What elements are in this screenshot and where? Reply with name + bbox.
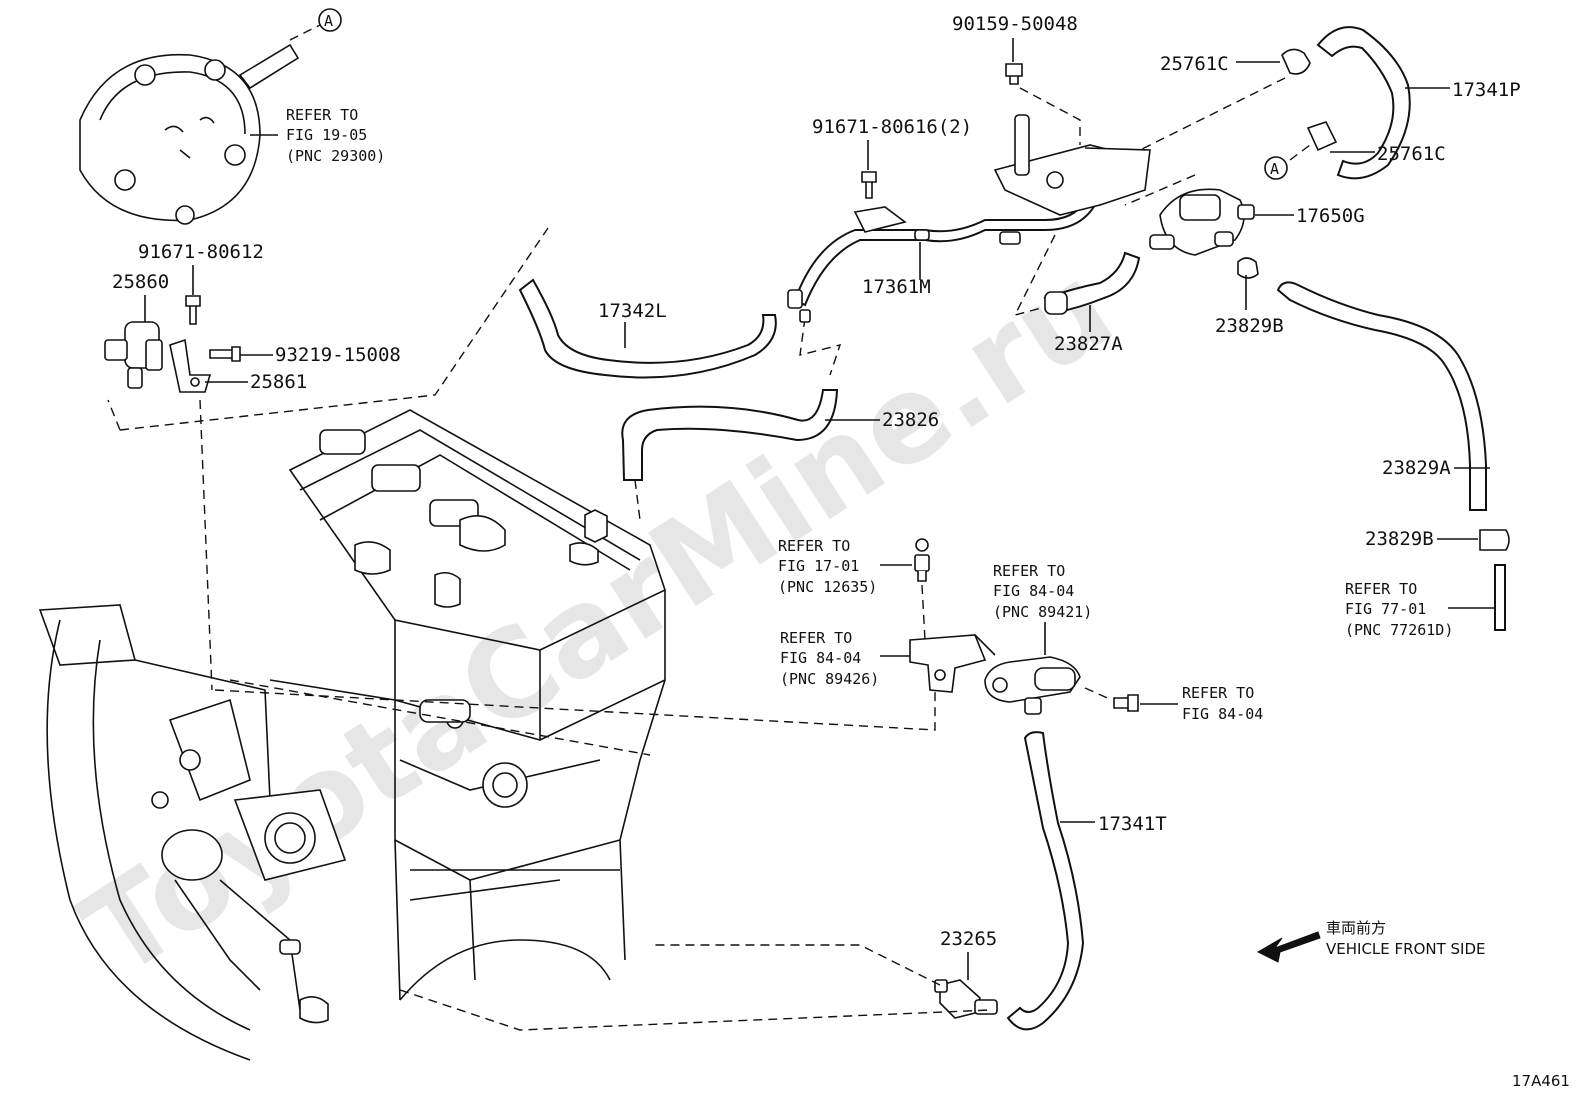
engine-block-drawing [38, 409, 666, 1061]
vsv-23265-drawing [934, 979, 998, 1019]
bolt-ref-17-01-drawing [914, 538, 930, 582]
part-91671-80612: 91671-80612 [138, 241, 264, 263]
part-23829b-top: 23829B [1215, 315, 1284, 337]
part-17341t: 17341T [1098, 813, 1167, 835]
ref-marker-a-top [318, 8, 342, 32]
pipe-stub [1494, 564, 1506, 631]
ref-77-01-l1: REFER TO [1345, 580, 1417, 598]
ref-77-01-l2: FIG 77-01 [1345, 600, 1426, 618]
ref-84-04b-l1: REFER TO [780, 629, 852, 647]
clamp-23829b-top-drawing [1237, 257, 1259, 279]
ref-84-04a-l1: REFER TO [993, 562, 1065, 580]
ref-19-05-l2: FIG 19-05 [286, 126, 367, 144]
part-23827a: 23827A [1054, 333, 1123, 355]
ref-17-01-l1: REFER TO [778, 537, 850, 555]
ref-marker-a-right [1264, 156, 1288, 180]
bracket-25861-drawing [169, 338, 212, 393]
ref-84-04a-l3: (PNC 89421) [993, 603, 1092, 621]
part-17341p: 17341P [1452, 79, 1521, 101]
part-17342l: 17342L [598, 300, 667, 322]
ref-84-04a-l2: FIG 84-04 [993, 582, 1074, 600]
ref-84-04c-l1: REFER TO [1182, 684, 1254, 702]
part-23829b-bottom: 23829B [1365, 528, 1434, 550]
part-25761c-top: 25761C [1160, 53, 1229, 75]
part-25861: 25861 [250, 371, 307, 393]
direction-label-jp: 車両前方 [1326, 919, 1386, 937]
direction-label-en: VEHICLE FRONT SIDE [1326, 940, 1486, 958]
ref-77-01-l3: (PNC 77261D) [1345, 621, 1453, 639]
vacuum-pump-drawing [79, 43, 300, 225]
pipe-17361m-drawing [787, 114, 1151, 323]
hose-23829a [1276, 281, 1487, 511]
hose-17341t [1006, 731, 1085, 1031]
clamp-25761c-bottom-drawing [1306, 121, 1338, 152]
bolt-icon [209, 346, 241, 362]
part-91671-80616: 91671-80616(2) [812, 116, 972, 138]
ref-84-04b-l2: FIG 84-04 [780, 649, 861, 667]
part-25860: 25860 [112, 271, 169, 293]
part-23829a: 23829A [1382, 457, 1451, 479]
figure-id: 17A461 [1512, 1072, 1570, 1090]
ref-84-04b-l3: (PNC 89426) [780, 670, 879, 688]
part-25761c-bottom: 25761C [1377, 143, 1446, 165]
vsv-25860-drawing [104, 321, 163, 389]
clamp-25761c-top-drawing [1281, 48, 1311, 75]
part-90159-50048: 90159-50048 [952, 13, 1078, 35]
ref-19-05-l3: (PNC 29300) [286, 147, 385, 165]
hose-17341p [1316, 26, 1411, 180]
part-17650g: 17650G [1296, 205, 1365, 227]
ref-marker-a-right-text: A [1270, 160, 1279, 178]
dashed-line [289, 23, 323, 41]
bolt-icon [1113, 694, 1139, 712]
part-23265: 23265 [940, 928, 997, 950]
part-23826: 23826 [882, 409, 939, 431]
part-17361m: 17361M [862, 276, 931, 298]
clamp-23829b-bottom-drawing [1479, 529, 1510, 551]
vsv-17650g-drawing [1149, 188, 1255, 256]
bolt-icon [861, 171, 877, 199]
sensor-89421-drawing [984, 656, 1081, 715]
ref-84-04c-l2: FIG 84-04 [1182, 705, 1263, 723]
ref-19-05-l1: REFER TO [286, 106, 358, 124]
bracket-89426-drawing [909, 634, 996, 693]
bolt-icon [1005, 63, 1023, 85]
hose-23826 [621, 389, 839, 481]
ref-marker-a-top-text: A [324, 12, 333, 30]
vehicle-front-arrow-icon [1256, 931, 1321, 963]
hose-17342l [518, 278, 777, 379]
part-93219-15008: 93219-15008 [275, 344, 401, 366]
ref-17-01-l2: FIG 17-01 [778, 557, 859, 575]
bolt-icon [185, 295, 201, 325]
hose-23827a [1043, 251, 1141, 315]
ref-17-01-l3: (PNC 12635) [778, 578, 877, 596]
